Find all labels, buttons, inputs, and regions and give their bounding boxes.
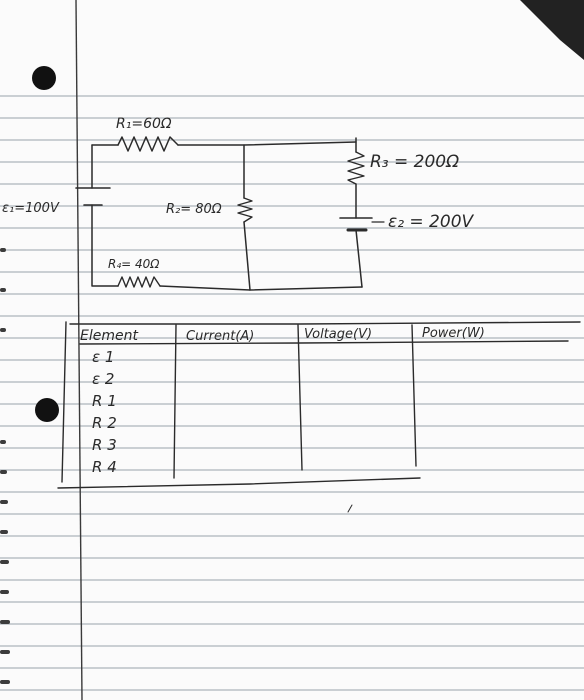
row-label-r1: R 1 bbox=[92, 392, 117, 410]
table-top-border bbox=[69, 321, 581, 325]
circuit-wire-middle bbox=[243, 144, 251, 291]
table-header-underline bbox=[79, 340, 569, 345]
label-e2: ε₂ = 200V bbox=[388, 212, 475, 232]
table-col-divider-1 bbox=[173, 324, 177, 479]
resistor-r2 bbox=[237, 197, 253, 223]
circuit-diagram: R₁=60Ω R₂= 80Ω R₃ = 200Ω R₄= 40Ω ε₁=100V… bbox=[2, 116, 475, 291]
label-r1: R₁=60Ω bbox=[116, 116, 172, 132]
binder-hole-top bbox=[32, 66, 56, 90]
row-label-r4: R 4 bbox=[92, 458, 117, 476]
row-label-r3: R 3 bbox=[92, 436, 117, 454]
table-left-border bbox=[61, 321, 67, 483]
circuit-wire-left bbox=[91, 144, 119, 287]
spiral-edge-marks bbox=[0, 248, 10, 684]
header-element: Element bbox=[80, 328, 138, 344]
ruled-lines bbox=[0, 95, 584, 691]
binder-hole-middle bbox=[35, 398, 59, 422]
label-e1: ε₁=100V bbox=[2, 201, 60, 216]
battery-e1 bbox=[75, 187, 111, 206]
label-r3: R₃ = 200Ω bbox=[370, 152, 459, 172]
circuit-wire-bottom bbox=[159, 285, 363, 291]
table-col-divider-3 bbox=[411, 324, 417, 467]
label-r2: R₂= 80Ω bbox=[166, 202, 222, 217]
table-bottom-border bbox=[57, 477, 421, 489]
row-label-e1: ε 1 bbox=[92, 348, 114, 366]
stray-pen-mark bbox=[347, 504, 353, 513]
resistor-r1 bbox=[117, 136, 179, 152]
row-label-r2: R 2 bbox=[92, 414, 117, 432]
table-col-divider-2 bbox=[297, 324, 303, 471]
circuit-wire-right bbox=[355, 137, 363, 288]
row-label-e2: ε 2 bbox=[92, 370, 114, 388]
margin-line bbox=[75, 0, 83, 700]
header-current: Current(A) bbox=[186, 329, 254, 344]
element-table: Element Current(A) Voltage(V) Power(W) ε… bbox=[57, 321, 581, 489]
header-power: Power(W) bbox=[422, 326, 485, 341]
resistor-r4 bbox=[117, 276, 161, 288]
battery-e2 bbox=[339, 217, 385, 232]
header-voltage: Voltage(V) bbox=[304, 327, 372, 342]
page-corner-shadow bbox=[520, 0, 584, 60]
resistor-r3 bbox=[347, 151, 365, 185]
label-r4: R₄= 40Ω bbox=[108, 257, 160, 271]
